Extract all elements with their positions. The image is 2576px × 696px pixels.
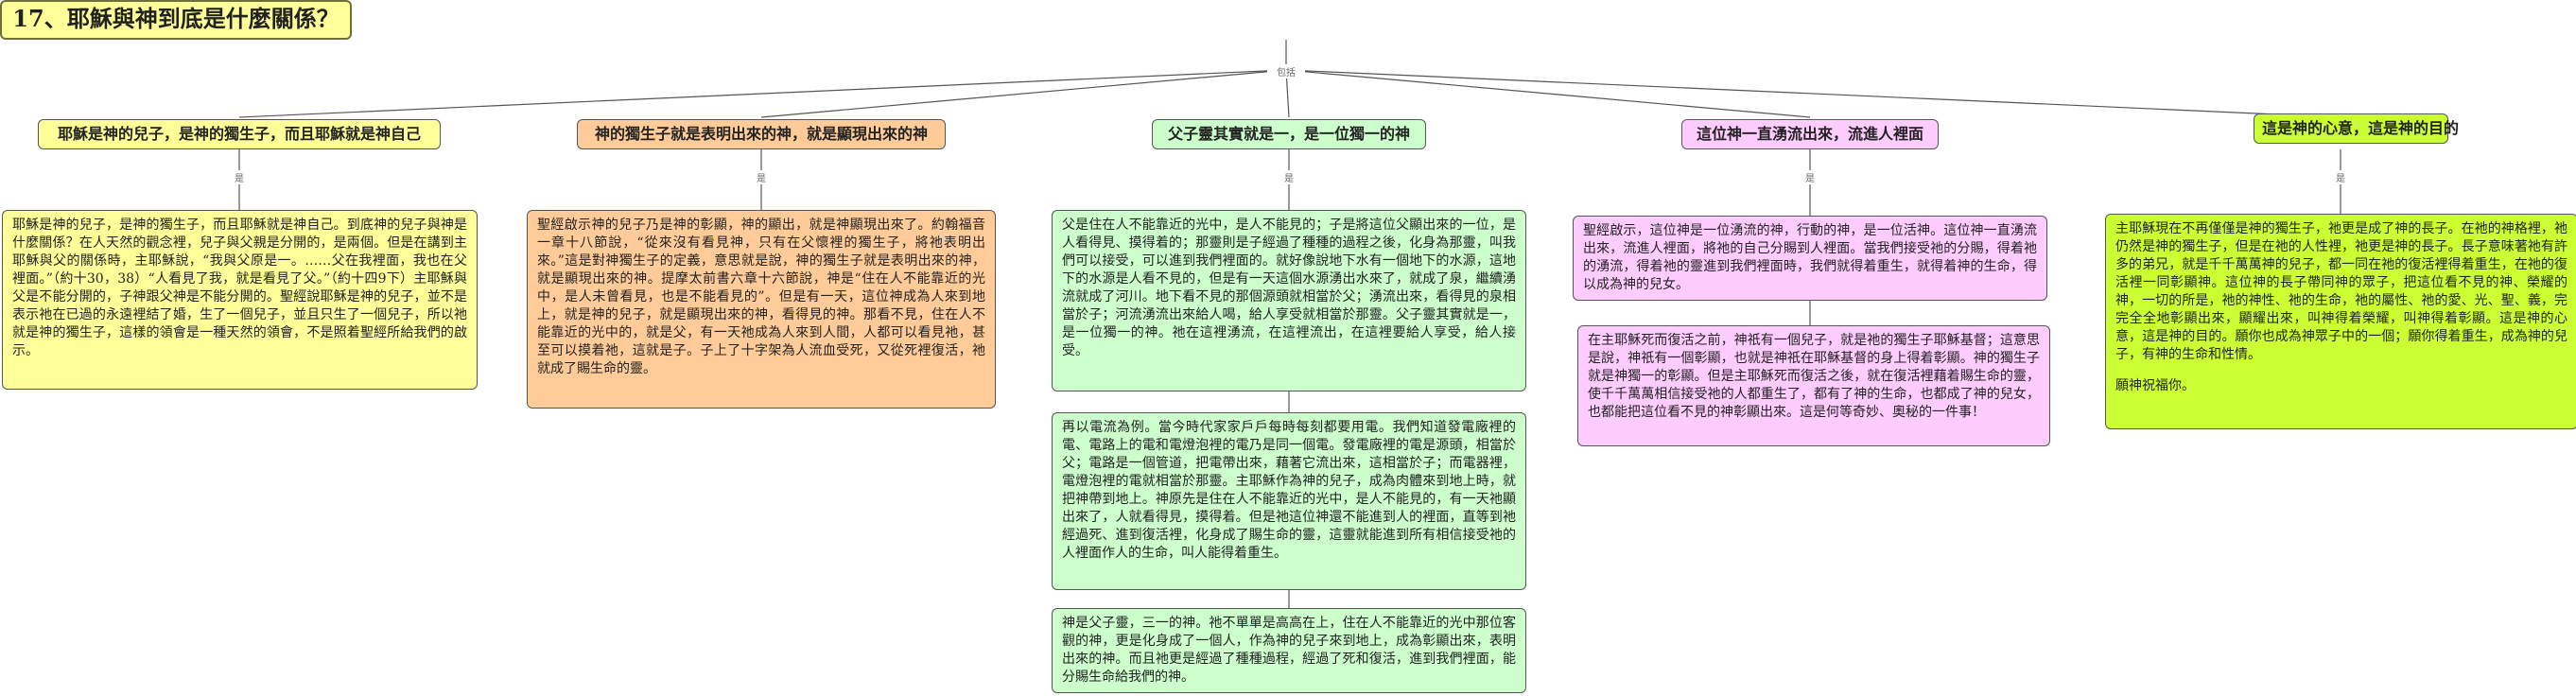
paragraph-electricity: 再以電流為例。當今時代家家戶戶每時每刻都要用電。我們知道發電廠裡的電、電路上的電… (1062, 420, 1516, 561)
heading-son-of-god: 耶穌是神的兒子，是神的獨生子，而且耶穌就是神自己 (38, 119, 441, 149)
node-god-flowing-text-2: 在主耶穌死而復活之前，神祇有一個兒子，就是祂的獨生子耶穌基督；這意思是說，神祇有… (1577, 325, 2050, 446)
heading-father-son-spirit: 父子靈其實就是一，是一位獨一的神 (1152, 119, 1426, 149)
node-god-flowing-text-1: 聖經啟示，這位神是一位湧流的神，行動的神，是一位活神。這位神一直湧流出來，流進人… (1573, 216, 2047, 301)
paragraph-water-source: 父是住在人不能靠近的光中，是人不能見的；子是將這位父顯出來的一位，是人看得見、摸… (1062, 218, 1516, 358)
connector-branch-4 (1285, 69, 1811, 118)
node-father-son-spirit-text-3: 神是父子靈，三一的神。祂不單單是高高在上，住在人不能靠近的光中那位客觀的神，更是… (1052, 608, 1526, 693)
heading-only-begotten-son: 神的獨生子就是表明出來的神，就是顯現出來的神 (577, 119, 946, 149)
heading-god-flowing: 這位神一直湧流出來，流進人裡面 (1681, 119, 1939, 149)
paragraph-blessing: 願神祝福你。 (2115, 378, 2195, 393)
paragraph-many-sons: 在主耶穌死而復活之前，神祇有一個兒子，就是祂的獨生子耶穌基督；這意思是說，神祇有… (1588, 333, 2040, 420)
branch-2-tag-label: 是 (742, 170, 780, 184)
branch-4-tag-label: 是 (1791, 170, 1829, 184)
paragraph-firstborn-son: 主耶穌現在不再僅僅是神的獨生子，祂更是成了神的長子。在祂的神格裡，祂仍然是神的獨… (2115, 221, 2567, 362)
node-father-son-spirit-text-2: 再以電流為例。當今時代家家戶戶每時每刻都要用電。我們知道發電廠裡的電、電路上的電… (1052, 412, 1526, 590)
connector-branch-2 (760, 69, 1287, 118)
connector-branch-1 (238, 69, 1287, 118)
root-tag-label: 包括 (1267, 64, 1305, 78)
paragraph-only-begotten-son: 聖經啟示神的兒子乃是神的彰顯，神的顯出，就是神顯現出來了。約翰福音一章十八節說，… (537, 218, 985, 376)
branch-3-tag-label: 是 (1270, 170, 1308, 184)
paragraph-son-of-god: 耶穌是神的兒子，是神的獨生子，而且耶穌就是神自己。到底神的兒子與神是什麼關係？在… (12, 218, 467, 358)
node-gods-purpose-text: 主耶穌現在不再僅僅是神的獨生子，祂更是成了神的長子。在祂的神格裡，祂仍然是神的獨… (2105, 214, 2576, 429)
node-only-begotten-son-text: 聖經啟示神的兒子乃是神的彰顯，神的顯出，就是神顯現出來了。約翰福音一章十八節說，… (527, 210, 996, 409)
node-son-of-god-text: 耶穌是神的兒子，是神的獨生子，而且耶穌就是神自己。到底神的兒子與神是什麼關係？在… (2, 210, 478, 390)
connector-branch-5 (1285, 69, 2341, 118)
paragraph-triune-god: 神是父子靈，三一的神。祂不單單是高高在上，住在人不能靠近的光中那位客觀的神，更是… (1062, 616, 1516, 685)
branch-1-tag-label: 是 (220, 170, 258, 184)
heading-gods-purpose: 這是神的心意，這是神的目的 (2254, 113, 2459, 144)
paragraph-flowing-god: 聖經啟示，這位神是一位湧流的神，行動的神，是一位活神。這位神一直湧流出來，流進人… (1583, 223, 2037, 292)
root-title: 17、耶穌與神到底是什麼關係？ (0, 0, 352, 40)
node-father-son-spirit-text-1: 父是住在人不能靠近的光中，是人不能見的；子是將這位父顯出來的一位，是人看得見、摸… (1052, 210, 1526, 392)
branch-5-tag-label: 是 (2322, 170, 2359, 184)
